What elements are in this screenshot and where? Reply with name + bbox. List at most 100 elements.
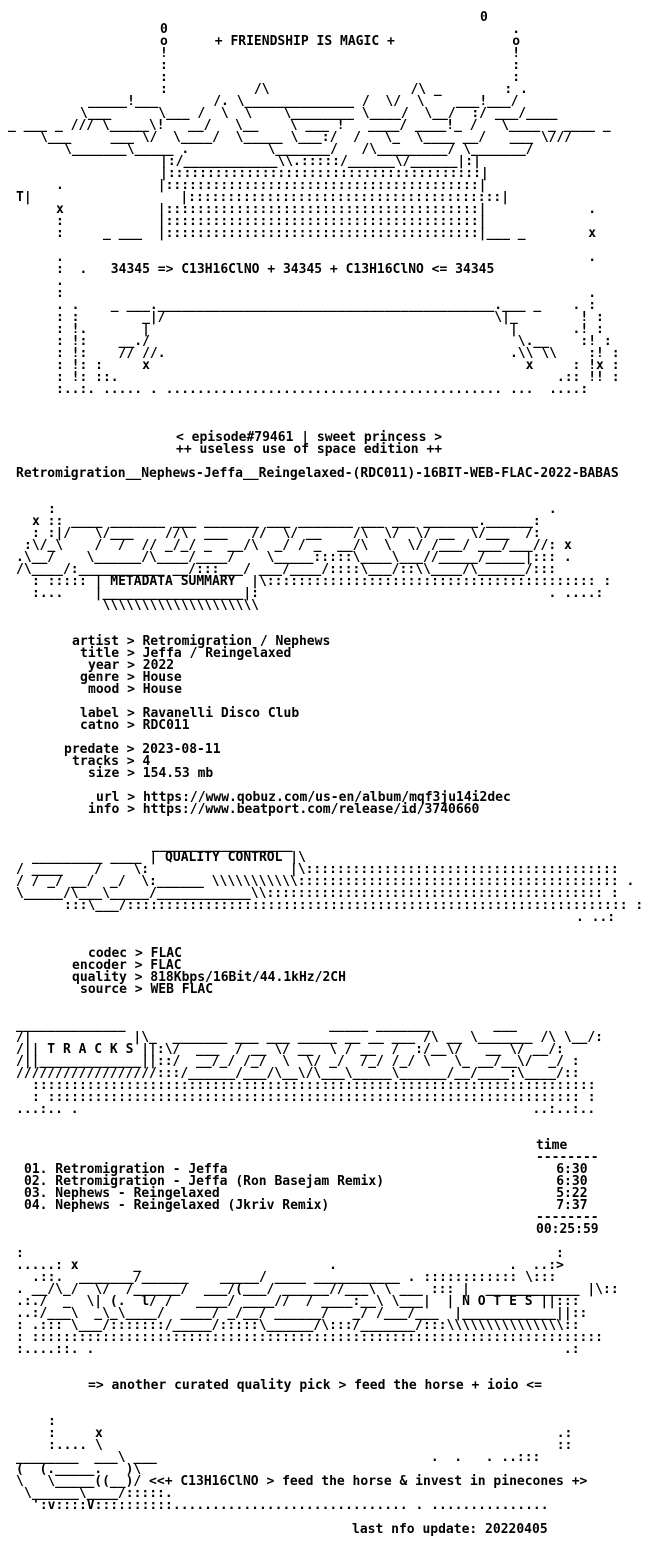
- nfo-line: ( (._____. )\: [16, 1462, 142, 1477]
- nfo-line: < episode#79461 | sweet princess >: [176, 430, 443, 445]
- nfo-line: tracks > 4: [72, 754, 151, 769]
- nfo-line: x :: ____ _______ ___ _______ ___ ______…: [32, 514, 541, 529]
- nfo-line: size > 154.53 mb: [88, 766, 214, 781]
- nfo-line: 02. Retromigration - Jeffa (Ron Basejam …: [24, 1174, 588, 1189]
- nfo-line: : ::::: | METADATA SUMMARY |\:::::::::::…: [32, 574, 612, 589]
- nfo-line: :.... \ ::: [48, 1438, 573, 1453]
- nfo-line: : . 34345 => C13H16ClNO + 34345 + C13H16…: [56, 262, 495, 277]
- nfo-line: / ____ / \: |\::::::::::::::::::::::::::…: [16, 862, 619, 877]
- nfo-line: ________ ___\ ___ . . . ..:::: [16, 1450, 541, 1465]
- nfo-line: : .: [48, 502, 557, 517]
- nfo-line: : !: : x x : !x :: [56, 358, 620, 373]
- nfo-line: \___ ___ \/ \____/ \_____ \___:/ / \_ \_…: [40, 130, 573, 145]
- nfo-line: : !: __./ \.__ :! :: [56, 334, 612, 349]
- nfo-line: : :: [160, 58, 521, 73]
- nfo-line: : : _|/ \|_ ! :: [56, 310, 604, 325]
- nfo-line: : .::: \___/:::::::/_____/:::::\______/\…: [16, 1318, 580, 1333]
- nfo-line: 01. Retromigration - Jeffa 6:30: [24, 1162, 588, 1177]
- nfo-line: ..:/___\ _\_\____/ ____/ _/__/ ______/ _…: [16, 1306, 588, 1321]
- nfo-line: .\__/ \______/\____/____/ \_____:::::\__…: [16, 550, 572, 565]
- nfo-line: encoder > FLAC: [72, 958, 182, 973]
- nfo-line: \ \_____((__)/ <<+ C13H16ClNO > feed the…: [16, 1474, 588, 1489]
- nfo-line: \\\\\\\\\\\\\\\\\\\\: [32, 598, 259, 613]
- nfo-line: : :: [16, 1246, 564, 1261]
- nfo-line: /||_____________||::/ __/_/ /_/ \ \/ _/ …: [16, 1054, 580, 1069]
- nfo-line: last nfo update: 20220405: [352, 1522, 548, 1537]
- nfo-line: .::. _______/______ _____/ ____ ________…: [32, 1270, 557, 1285]
- nfo-line: : !: ::. .:: !! :: [56, 370, 620, 385]
- nfo-line: --------: [536, 1150, 599, 1165]
- nfo-line: : ::::::::::::::::::::::::::::::::::::::…: [16, 1330, 603, 1345]
- nfo-line: --------: [536, 1210, 599, 1225]
- nfo-line: \_______\_____ . \_______/ /\_________/ …: [64, 142, 534, 157]
- nfo-line: : :|/ \/___ //\ ___ // \/ __ /\ \/ \/ __…: [32, 526, 541, 541]
- nfo-line: ::::::::::::::::::::::::::::::::::::::::…: [32, 1078, 596, 1093]
- nfo-line: => another curated quality pick > feed t…: [88, 1378, 542, 1393]
- nfo-line: . ..:: [576, 910, 616, 925]
- nfo-line: /| |\_ _______ ___ ___ _____ __ __ ___ /…: [16, 1030, 603, 1045]
- nfo-line: quality > 818Kbps/16Bit/44.1kHz/2CH: [72, 970, 346, 985]
- nfo-line: :\/_\ / / // _/_/ _ __/\ _/ / _ __/\ \ \…: [24, 538, 572, 553]
- nfo-line: url > https://www.qobuz.com/us-en/album/…: [96, 790, 511, 805]
- nfo-line: /\____/:___________ __/:::___/ ___/____/…: [16, 562, 557, 577]
- nfo-line: artist > Retromigration / Nephews: [72, 634, 331, 649]
- nfo-line: : :: [160, 70, 521, 85]
- nfo-line: :::\___/::::::::::::::::::::::::::::::::…: [64, 898, 644, 913]
- nfo-line: 0: [480, 10, 488, 25]
- nfo-line: :....::. . .:: [16, 1342, 580, 1357]
- nfo-line: info > https://www.beatport.com/release/…: [88, 802, 480, 817]
- nfo-line: |:::::::::::::::::::::::::::::::::::::::…: [160, 166, 489, 181]
- nfo-line: . .: [56, 250, 597, 265]
- nfo-line: year > 2022: [88, 658, 175, 673]
- nfo-line: _________ ____ | QUALITY CONTROL |\: [32, 850, 306, 865]
- nfo-line: time: [536, 1138, 568, 1153]
- nfo-line: catno > RDC011: [80, 718, 190, 733]
- nfo-line: o + FRIENDSHIP IS MAGIC + o: [160, 34, 521, 49]
- nfo-line: : |:::::::::::::::::::::::::::::::::::::…: [56, 214, 487, 229]
- nfo-line: |:/____________\\.:::::/______\/______|:…: [160, 154, 481, 169]
- nfo-line: ':v::::V::::::::::......................…: [32, 1498, 549, 1513]
- nfo-line: 0 .: [160, 22, 521, 37]
- nfo-line: : /\ /\ _ : .: [160, 82, 528, 97]
- nfo-line: _ ___ _ /// \_____\! __/ \__ \ ___ ! ___…: [8, 118, 611, 133]
- nfo-line: . __/\_/ \/ /______/ ___/(___/ ______//_…: [16, 1282, 619, 1297]
- nfo-line: codec > FLAC: [88, 946, 182, 961]
- nfo-line: : _ ___ |:::::::::::::::::::::::::::::::…: [56, 226, 597, 241]
- nfo-line: source > WEB FLAC: [80, 982, 214, 997]
- nfo-line: / / _/ __/ _/ \:______ \\\\\\\\\\\::::::…: [16, 874, 635, 889]
- nfo-line: 00:25:59: [536, 1222, 599, 1237]
- nfo-line: :: [48, 1414, 56, 1429]
- nfo-line: title > Jeffa / Reingelaxed: [80, 646, 292, 661]
- nfo-line: mood > House: [88, 682, 182, 697]
- nfo-line: \_____/\___\_____/____________\\::::::::…: [16, 886, 619, 901]
- nfo-line: 04. Nephews - Reingelaxed (Jkriv Remix) …: [24, 1198, 588, 1213]
- nfo-line: : .: [56, 286, 597, 301]
- nfo-line: . |:::::::::::::::::::::::::::::::::::::…: [56, 178, 487, 193]
- nfo-line: .: [56, 274, 64, 289]
- nfo-line: : ::::::::::::::::::::::::::::::::::::::…: [32, 1090, 596, 1105]
- nfo-line: ++ useless use of space edition ++: [176, 442, 443, 457]
- nfo-line: /|| T R A C K S ||:\/ ___ / __ \/ __ \ /…: [16, 1042, 564, 1057]
- nfo-line: ! !: [160, 46, 521, 61]
- nfo-line: __________________: [152, 838, 293, 853]
- nfo-line: .....: x _ . . ..:>: [16, 1258, 564, 1273]
- nfo-line: :... |__________________|: . ....:: [32, 586, 604, 601]
- nfo-line: _____!___ /. \______________ / \/ \ ___!…: [88, 94, 519, 109]
- nfo-line: 03. Nephews - Reingelaxed 5:22: [24, 1186, 588, 1201]
- nfo-line: : x .:: [48, 1426, 573, 1441]
- nfo-line: .:./ _ \| (. l/ / ____/ ____// / ____:__…: [16, 1294, 580, 1309]
- nfo-line: ______________ _____ _______ ___: [16, 1018, 517, 1033]
- nfo-line: predate > 2023-08-11: [64, 742, 221, 757]
- nfo-line: :..:. ..... . ..........................…: [56, 382, 589, 397]
- nfo-line: : !: // //. .\\ \\ :! :: [56, 346, 620, 361]
- nfo-line: \______\____/:::::.: [24, 1486, 173, 1501]
- nfo-line: ...:.. . ..:..:..: [16, 1102, 596, 1117]
- nfo-line: Retromigration__Nephews-Jeffa__Reingelax…: [16, 466, 619, 481]
- nfo-line: : !. | | .! :: [56, 322, 604, 337]
- nfo-line: T| |::::::::::::::::::::::::::::::::::::…: [16, 190, 510, 205]
- nfo-line: label > Ravanelli Disco Club: [80, 706, 300, 721]
- nfo-line: //////////////////:::/______/___/\__\/\_…: [16, 1066, 580, 1081]
- nfo-line: \___ \___ / \ \ \________ \____/ \__/ :/…: [80, 106, 558, 121]
- nfo-line: x |:::::::::::::::::::::::::::::::::::::…: [56, 202, 597, 217]
